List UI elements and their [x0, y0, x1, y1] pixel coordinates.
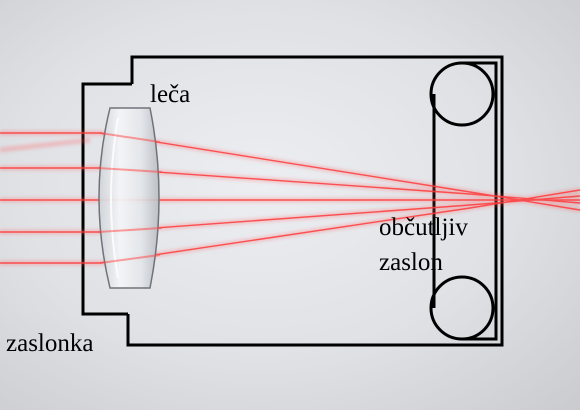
lens-label: leča [150, 81, 191, 108]
sensitive-screen-label-line1: občutljiv [379, 214, 468, 241]
aperture-label: zaslonka [6, 330, 94, 357]
lens-ray-highlights [97, 132, 163, 264]
sensitive-screen-label-line2: zaslon [379, 249, 443, 276]
film-roller-top [429, 61, 495, 127]
laser-rays-glow [0, 130, 580, 266]
laser-rays [0, 132, 580, 264]
film-roller-bottom [429, 275, 495, 341]
